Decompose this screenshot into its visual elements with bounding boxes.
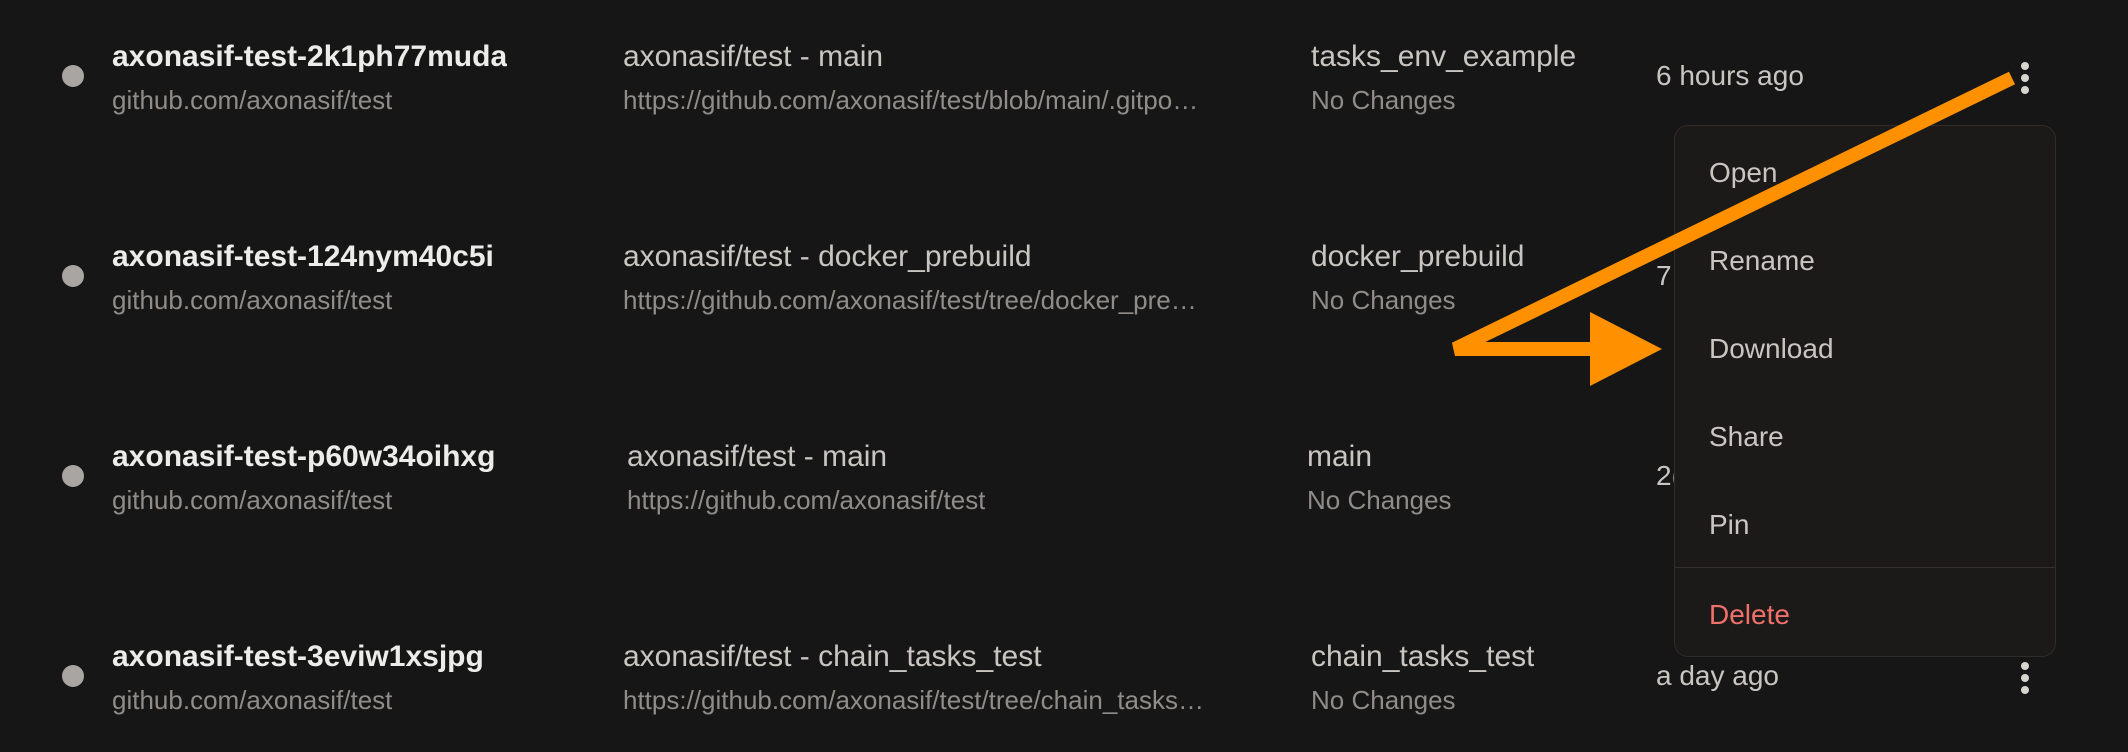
menu-item-pin[interactable]: Pin <box>1709 509 1750 540</box>
menu-divider <box>1675 567 2055 568</box>
workspace-row[interactable]: axonasif-test-3eviw1xsjpg github.com/axo… <box>0 600 2128 740</box>
workspace-repo: github.com/axonasif/test <box>112 685 393 715</box>
menu-item-share[interactable]: Share <box>1709 421 1784 452</box>
menu-item-delete[interactable]: Delete <box>1709 599 1790 630</box>
workspace-url[interactable]: https://github.com/axonasif/test <box>627 485 986 515</box>
workspace-repo: github.com/axonasif/test <box>112 285 393 315</box>
status-dot-icon <box>62 665 84 687</box>
workspace-context-menu: Open Rename Download Share Pin Delete <box>1674 125 2056 657</box>
workspace-context: axonasif/test - main <box>627 440 888 473</box>
menu-item-download[interactable]: Download <box>1709 333 1834 364</box>
workspace-context: axonasif/test - docker_prebuild <box>623 240 1032 273</box>
workspace-last-active: 6 hours ago <box>1656 60 1804 91</box>
workspace-branch: chain_tasks_test <box>1311 640 1535 673</box>
status-dot-icon <box>62 265 84 287</box>
more-options-icon[interactable] <box>2012 58 2038 98</box>
workspace-name[interactable]: axonasif-test-124nym40c5i <box>112 240 494 273</box>
workspace-row[interactable]: axonasif-test-124nym40c5i github.com/axo… <box>0 200 2128 340</box>
workspace-branch: docker_prebuild <box>1311 240 1525 273</box>
workspace-changes: No Changes <box>1311 85 1456 115</box>
menu-item-open[interactable]: Open <box>1709 157 1778 188</box>
workspace-row[interactable]: axonasif-test-p60w34oihxg github.com/axo… <box>0 400 2128 540</box>
workspace-row[interactable]: axonasif-test-2k1ph77muda github.com/axo… <box>0 0 2128 140</box>
status-dot-icon <box>62 465 84 487</box>
workspace-context: axonasif/test - chain_tasks_test <box>623 640 1042 673</box>
workspace-last-active: a day ago <box>1656 660 1779 691</box>
workspace-url[interactable]: https://github.com/axonasif/test/tree/do… <box>623 285 1197 315</box>
workspace-context: axonasif/test - main <box>623 40 884 73</box>
workspace-url[interactable]: https://github.com/axonasif/test/blob/ma… <box>623 85 1199 115</box>
status-dot-icon <box>62 65 84 87</box>
workspace-repo: github.com/axonasif/test <box>112 485 393 515</box>
menu-item-rename[interactable]: Rename <box>1709 245 1815 276</box>
workspace-branch: main <box>1307 440 1373 473</box>
workspace-changes: No Changes <box>1307 485 1452 515</box>
workspace-url[interactable]: https://github.com/axonasif/test/tree/ch… <box>623 685 1204 715</box>
more-options-icon[interactable] <box>2012 658 2038 698</box>
workspace-changes: No Changes <box>1311 685 1456 715</box>
workspace-name[interactable]: axonasif-test-p60w34oihxg <box>112 440 496 473</box>
workspace-last-active: 7 <box>1656 260 1672 291</box>
workspace-name[interactable]: axonasif-test-3eviw1xsjpg <box>112 640 484 673</box>
workspace-repo: github.com/axonasif/test <box>112 85 393 115</box>
workspace-changes: No Changes <box>1311 285 1456 315</box>
workspace-branch: tasks_env_example <box>1311 40 1577 73</box>
workspace-name[interactable]: axonasif-test-2k1ph77muda <box>112 40 508 73</box>
